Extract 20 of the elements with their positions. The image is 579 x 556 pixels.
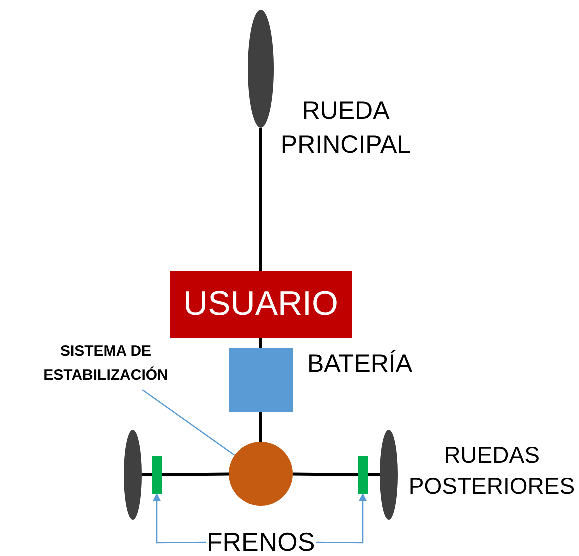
leader-line xyxy=(142,389,236,456)
connector-line xyxy=(260,412,262,442)
box-label: USUARIO xyxy=(184,284,338,325)
arrow xyxy=(316,493,367,544)
arrow xyxy=(153,493,206,544)
user-box xyxy=(170,271,352,338)
connector-line xyxy=(162,472,230,476)
connector-line xyxy=(142,474,152,476)
part-label: RUEDAS POSTERIORES xyxy=(408,441,576,502)
callout-text: FRENOS xyxy=(206,526,316,556)
connector-line xyxy=(368,474,380,476)
connector-line xyxy=(292,472,358,476)
connector-line xyxy=(260,338,262,348)
part-label: BATERÍA xyxy=(306,349,414,380)
callout-text: SISTEMA DE ESTABILIZACIÓN xyxy=(42,342,170,386)
brake-bar xyxy=(152,456,162,494)
brake-bar xyxy=(358,456,368,494)
battery-box xyxy=(229,348,293,412)
part-label: RUEDA PRINCIPAL xyxy=(280,96,412,161)
connector-line xyxy=(260,128,262,271)
